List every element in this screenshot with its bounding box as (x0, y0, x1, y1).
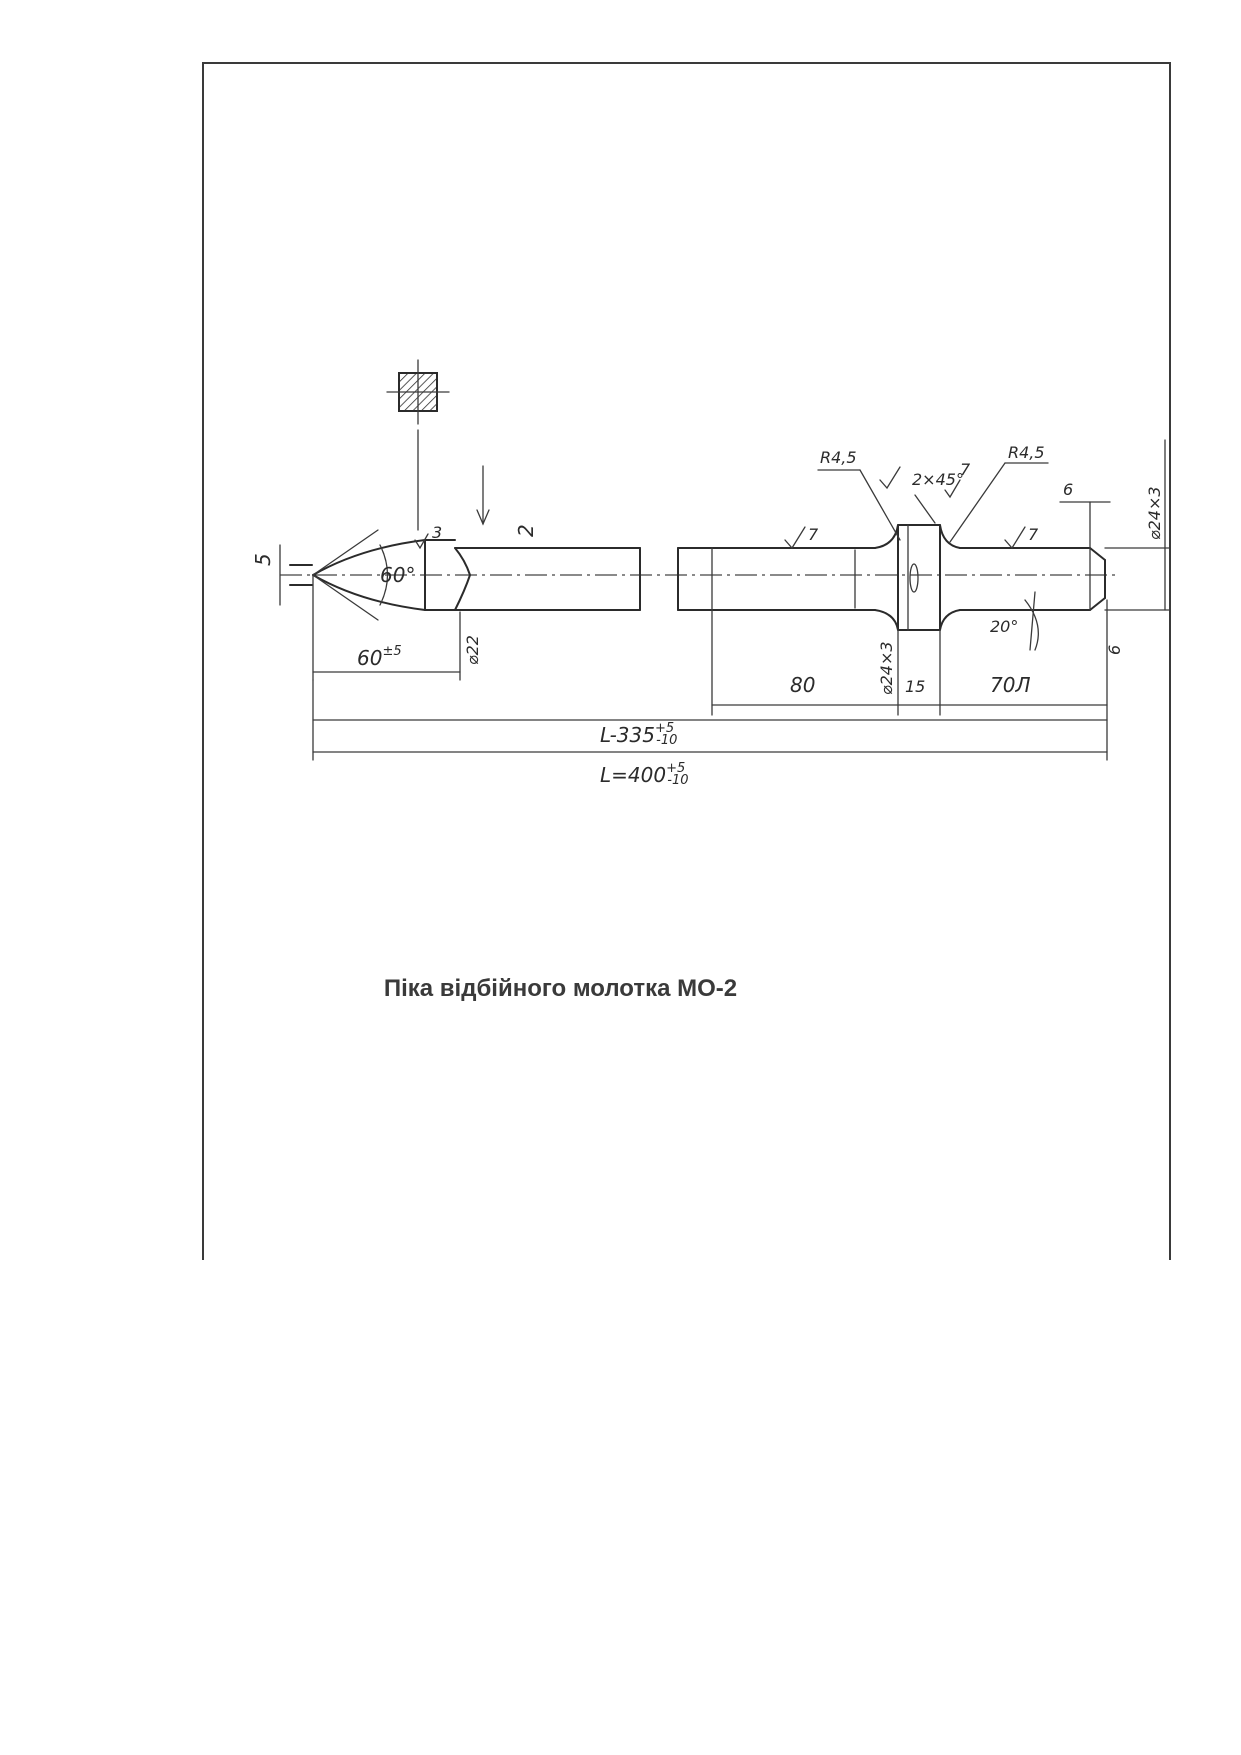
shank-left (454, 547, 641, 611)
end-offset-label: 6 (1063, 480, 1073, 499)
chamfer-label: 2×45° (912, 470, 964, 489)
len-70-label: 70Л (990, 673, 1031, 697)
end-dia-label: 6 (1105, 645, 1124, 655)
length-outer-label: L=400+5-10 (600, 761, 688, 788)
tip-roughness-label: 3 (432, 523, 442, 542)
section-cut-line (417, 429, 490, 531)
roughness-7-label-c: 7 (960, 460, 971, 479)
length-inner-label: L-335+5-10 (600, 721, 677, 748)
sheet-frame (202, 62, 1171, 1260)
drawing-caption: Піка відбійного молотка МО-2 (383, 975, 738, 1002)
len-15-label: 15 (905, 677, 925, 696)
tip-cone (289, 529, 456, 621)
tip-diameter-label: 5 (251, 553, 275, 566)
shank-right (677, 524, 1106, 631)
mark-2-label: 2 (514, 524, 538, 537)
collar-radius-right-label: R4,5 (1008, 443, 1045, 462)
tip-length-label: 60±5 (357, 644, 402, 670)
dimension-lines (279, 439, 1171, 761)
end-angle-label: 20° (990, 617, 1018, 636)
len-80-label: 80 (790, 673, 815, 697)
roughness-7-label-b: 7 (1028, 525, 1039, 544)
leader-lines (817, 462, 1111, 651)
thread-left-label: ⌀24×3 (877, 641, 896, 695)
thread-right-label: ⌀24×3 (1145, 486, 1164, 540)
dimension-texts: 5 60° 3 2 ⌀22 60±5 R4,5 R4,5 2×45° 7 7 7… (251, 443, 1164, 788)
section-view (386, 359, 450, 425)
collar-radius-left-label: R4,5 (820, 448, 857, 467)
roughness-marks (414, 466, 1026, 550)
tip-angle-label: 60° (380, 563, 415, 587)
shank-diameter-label: ⌀22 (463, 635, 482, 665)
roughness-7-label-a: 7 (808, 525, 819, 544)
